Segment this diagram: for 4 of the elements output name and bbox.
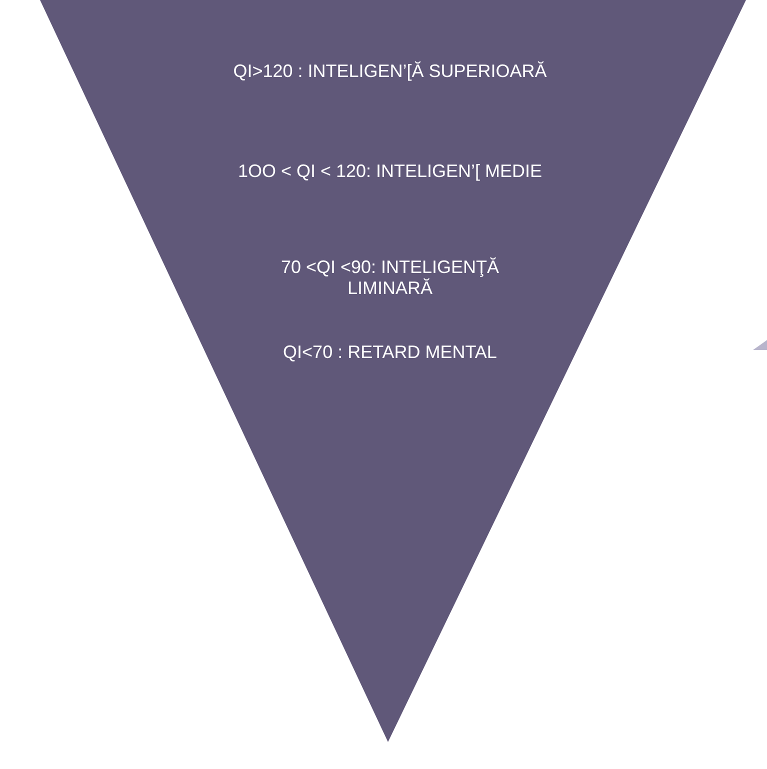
tier-label: 1OO < QI < 120: INTELIGEN’[ MEDIE [236, 161, 544, 182]
tier-label: QI>120 : INTELIGEN’[Ă SUPERIOARĂ [232, 61, 548, 82]
tier-label: 70 <QI <90: INTELIGENŢĂ LIMINARĂ [280, 257, 500, 299]
tier-label: QI<70 : RETARD MENTAL [282, 342, 498, 363]
